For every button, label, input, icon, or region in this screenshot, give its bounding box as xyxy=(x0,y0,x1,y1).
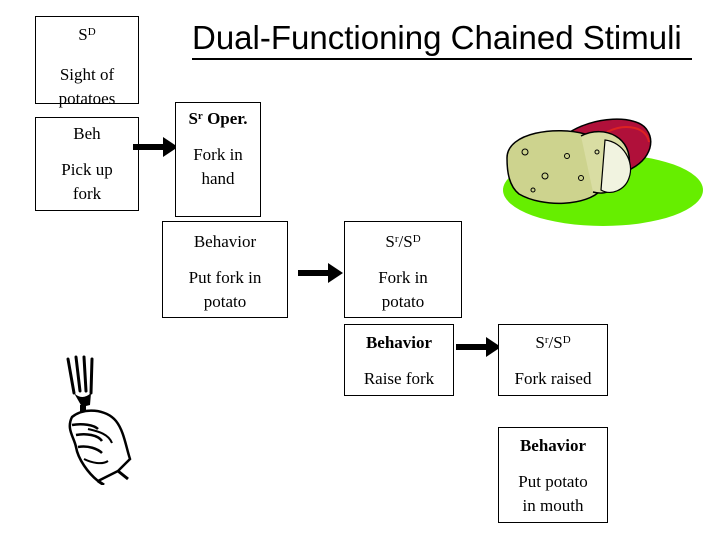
beh-text-1: Pick up xyxy=(61,160,113,179)
behavior-1-label: Behavior xyxy=(193,232,257,251)
right-arrow-icon xyxy=(456,337,501,357)
behavior-3-box: Behavior Put potato in mouth xyxy=(498,427,608,523)
sd-box: SD Sight of potatoes xyxy=(35,16,139,108)
sr-sd-1-text-2: potato xyxy=(381,292,425,311)
sr-sd-1-sup-r: r xyxy=(394,233,399,245)
beh-label: Beh xyxy=(73,124,101,143)
sr-sd-1-label: Sr/SD xyxy=(345,230,461,254)
sr-sd-1-box: Sr/SD Fork in potato xyxy=(344,221,462,318)
right-arrow-icon xyxy=(133,137,178,157)
sr-sd-2-label: Sr/SD xyxy=(499,331,607,355)
behavior-2-label: Behavior xyxy=(365,333,433,352)
sd-symbol-sup: D xyxy=(87,26,96,38)
sr-oper-text-1: Fork in xyxy=(193,145,243,164)
behavior-3-label: Behavior xyxy=(519,436,587,455)
potatoes-clipart-icon xyxy=(503,118,703,226)
sr-sd-2-text-1: Fork raised xyxy=(514,369,592,388)
sr-oper-text-2: hand xyxy=(201,169,235,188)
behavior-1-text-2: potato xyxy=(203,292,247,311)
sr-oper-label: Sr Oper. xyxy=(176,107,260,131)
beh-text-2: fork xyxy=(72,184,102,203)
behavior-3-text-1: Put potato xyxy=(518,472,588,491)
sr-oper-s: S xyxy=(188,109,198,128)
sr-sd-1-sup-d: D xyxy=(412,233,421,245)
hand-with-fork-clipart-icon xyxy=(66,355,132,485)
sr-sd-1-slash: /S xyxy=(398,232,413,251)
sr-sd-2-sup-d: D xyxy=(562,334,571,346)
sr-sd-2-box: Sr/SD Fork raised xyxy=(498,324,608,396)
sd-symbol-s: S xyxy=(78,25,88,44)
sd-text-2: potatoes xyxy=(58,89,116,108)
sr-sd-2-sup-r: r xyxy=(544,334,549,346)
behavior-1-box: Behavior Put fork in potato xyxy=(162,221,288,318)
sr-oper-sup: r xyxy=(197,110,203,122)
title-underline xyxy=(192,58,692,60)
right-arrow-icon xyxy=(298,263,343,283)
sr-sd-1-text-1: Fork in xyxy=(378,268,428,287)
sr-sd-2-s: S xyxy=(535,333,545,352)
diagram-title: Dual-Functioning Chained Stimuli xyxy=(192,19,682,56)
behavior-2-text-1: Raise fork xyxy=(363,369,435,388)
beh-box: Beh Pick up fork xyxy=(35,117,139,211)
behavior-3-text-2: in mouth xyxy=(522,496,584,515)
behavior-1-text-1: Put fork in xyxy=(188,268,262,287)
sr-oper-box: Sr Oper. Fork in hand xyxy=(175,102,261,217)
behavior-2-box: Behavior Raise fork xyxy=(344,324,454,396)
sr-oper-rest: Oper. xyxy=(202,109,248,128)
sd-symbol: SD xyxy=(36,23,138,47)
sd-text-1: Sight of xyxy=(59,65,115,84)
sr-sd-1-s: S xyxy=(385,232,395,251)
sr-sd-2-slash: /S xyxy=(548,333,563,352)
